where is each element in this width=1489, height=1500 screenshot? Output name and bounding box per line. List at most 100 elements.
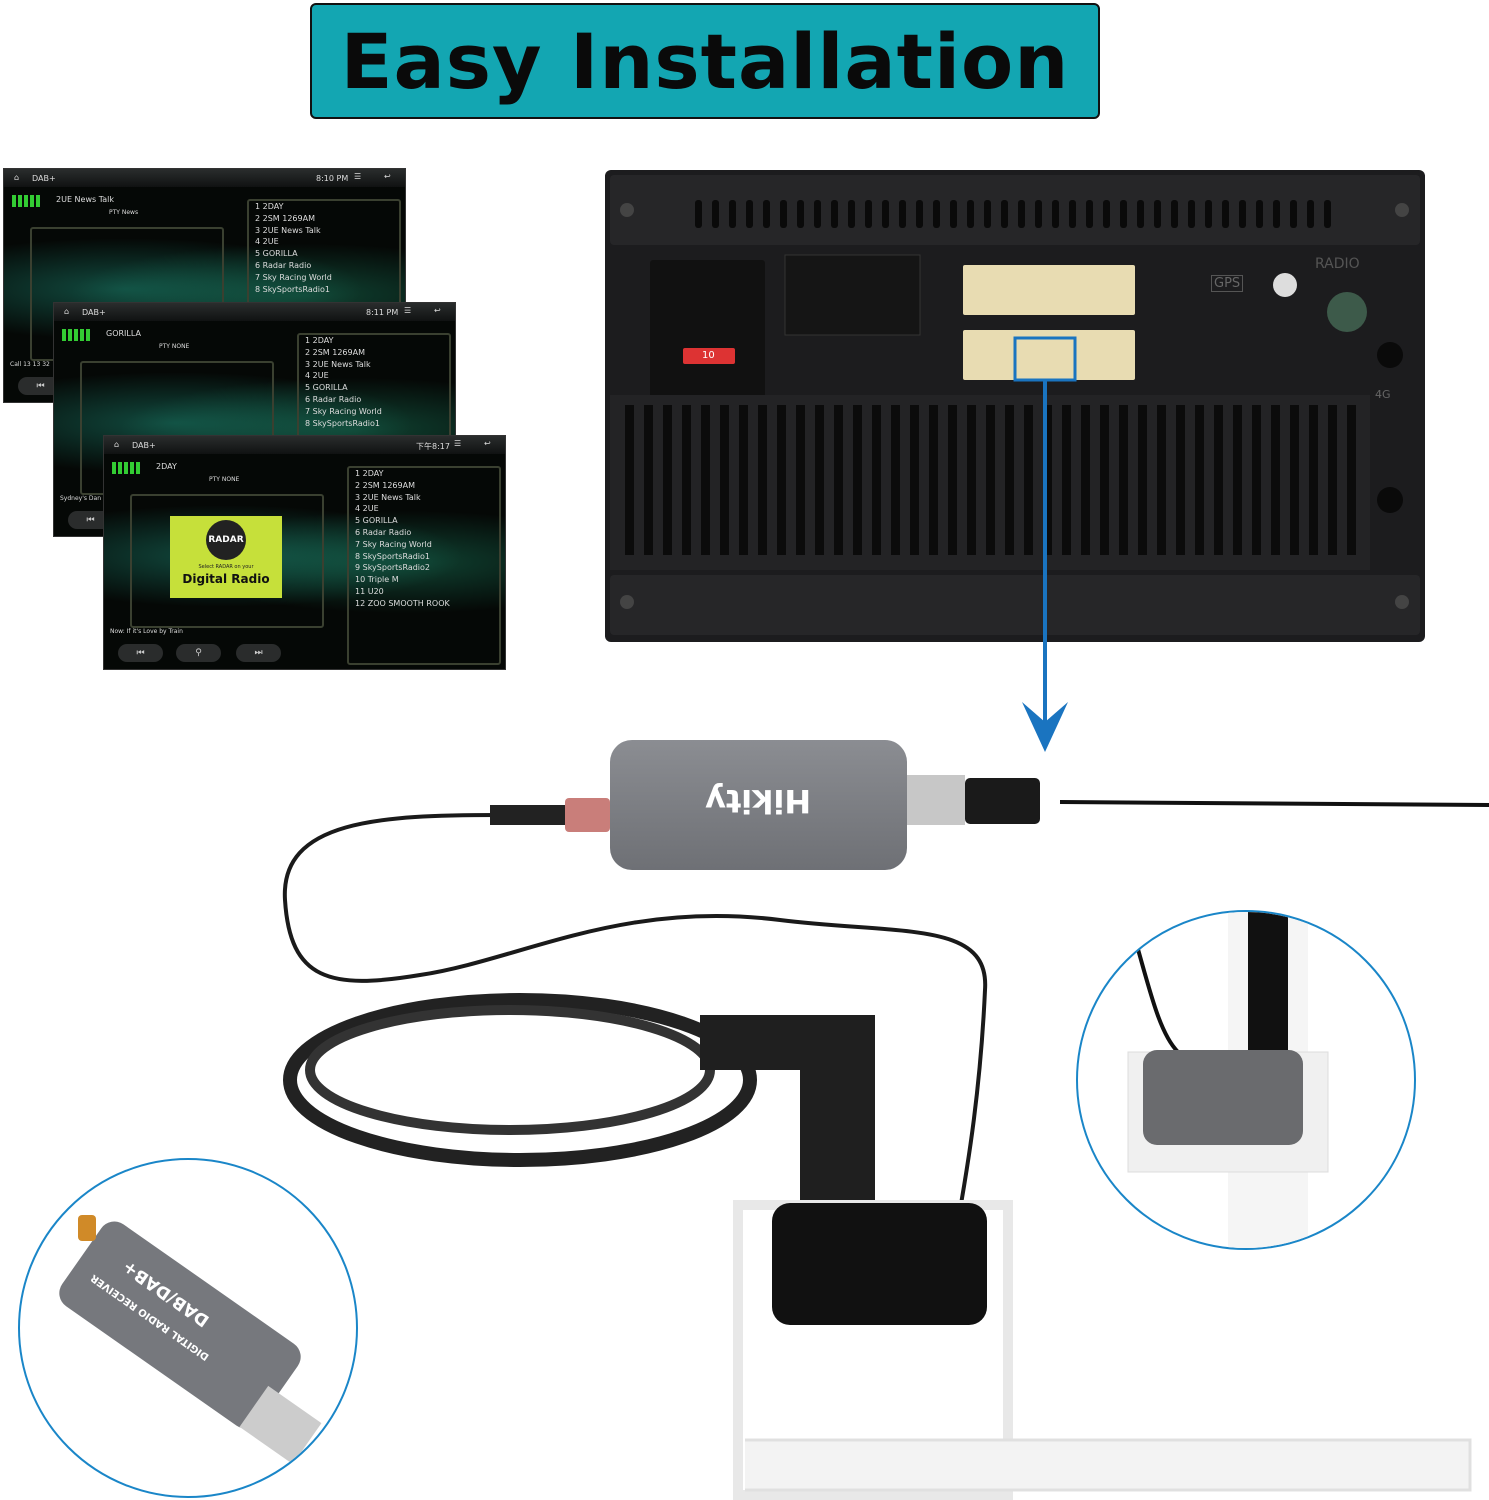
vent-slot xyxy=(848,200,855,228)
usb-plug xyxy=(905,775,965,825)
antenna-detail-circle xyxy=(1076,910,1416,1250)
list-item[interactable]: 1 2DAY xyxy=(255,202,284,211)
back-icon: ↩ xyxy=(484,439,491,448)
vent-slot xyxy=(1239,200,1246,228)
4g-port-label: 4G xyxy=(1375,388,1391,401)
list-item[interactable]: 3 2UE News Talk xyxy=(255,225,321,235)
heatsink-fin xyxy=(1195,405,1204,555)
heatsink-fin xyxy=(1062,405,1071,555)
list-item[interactable]: 3 2UE News Talk xyxy=(305,359,371,369)
heatsink-fin xyxy=(986,405,995,555)
list-item[interactable]: 1 2DAY xyxy=(355,469,384,478)
list-item[interactable]: 7 Sky Racing World xyxy=(355,539,432,549)
list-item[interactable]: 5 GORILLA xyxy=(355,516,398,526)
list-item[interactable]: 8 SkySportsRadio1 xyxy=(355,551,431,561)
clock: 8:10 PM xyxy=(316,174,349,183)
prev-button[interactable]: ⏮ xyxy=(68,511,113,529)
vent-slot xyxy=(1154,200,1161,228)
prev-button[interactable]: ⏮ xyxy=(18,377,63,395)
list-item[interactable]: 4 2UE xyxy=(305,371,329,381)
fuse: 10 xyxy=(702,350,715,361)
list-item[interactable]: 7 Sky Racing World xyxy=(255,272,332,282)
list-item[interactable]: 12 ZOO SMOOTH ROOK xyxy=(355,598,450,608)
list-item[interactable]: 10 Triple M xyxy=(355,575,399,585)
station-name: 2UE News Talk xyxy=(56,195,115,204)
sma-connector xyxy=(78,1215,96,1241)
list-item[interactable]: 1 2DAY xyxy=(305,336,334,345)
vent-slot xyxy=(1188,200,1195,228)
vent-slot xyxy=(1307,200,1314,228)
list-item[interactable]: 11 U20 xyxy=(355,586,384,596)
list-item[interactable]: 8 SkySportsRadio1 xyxy=(255,284,331,294)
head-unit-drawing xyxy=(610,175,1420,635)
list-item[interactable]: 9 SkySportsRadio2 xyxy=(355,563,431,573)
signal-icon xyxy=(12,195,42,207)
clock: 下午8:17 xyxy=(416,442,450,451)
vent-slot xyxy=(967,200,974,228)
heatsink-fin xyxy=(872,405,881,555)
list-item[interactable]: 7 Sky Racing World xyxy=(305,406,382,416)
vent-slot xyxy=(1290,200,1297,228)
pty-label: PTY NONE xyxy=(209,476,240,483)
artwork-title: Digital Radio xyxy=(182,572,270,586)
prev-button[interactable]: ⏮ xyxy=(118,644,163,662)
search-button[interactable]: ⚲ xyxy=(176,644,221,662)
list-item[interactable]: 6 Radar Radio xyxy=(355,527,412,537)
vent-slot xyxy=(865,200,872,228)
vent-slot xyxy=(1103,200,1110,228)
list-item[interactable]: 8 SkySportsRadio1 xyxy=(305,418,381,428)
antenna-cable xyxy=(282,813,988,1211)
heatsink-fin xyxy=(815,405,824,555)
vent-slot xyxy=(1222,200,1229,228)
vent-slot xyxy=(831,200,838,228)
home-icon: ⌂ xyxy=(114,440,120,449)
source-label: DAB+ xyxy=(82,308,106,317)
pty-label: PTY News xyxy=(109,209,139,216)
next-button[interactable]: ⏭ xyxy=(236,644,281,662)
heatsink-fin xyxy=(701,405,710,555)
vent-slot xyxy=(1324,200,1331,228)
radar-logo: RADAR xyxy=(206,520,246,560)
now-playing: Call 13 13 32 xyxy=(10,361,50,368)
vent-slot xyxy=(814,200,821,228)
heatsink-fin xyxy=(1233,405,1242,555)
list-item[interactable]: 6 Radar Radio xyxy=(305,394,362,404)
heatsink-fin xyxy=(777,405,786,555)
vent-slot xyxy=(1171,200,1178,228)
list-item[interactable]: 2 2SM 1269AM xyxy=(355,480,415,490)
title-banner: Easy Installation xyxy=(310,3,1100,119)
gps-port-label: GPS xyxy=(1211,275,1244,292)
vent-slot xyxy=(1086,200,1093,228)
brand-logo: Hikity xyxy=(705,782,812,820)
vent-slot xyxy=(1137,200,1144,228)
heatsink-fin xyxy=(1024,405,1033,555)
vent-slot xyxy=(746,200,753,228)
vent-slot xyxy=(1120,200,1127,228)
radar-artwork: RADAR Select RADAR on your Digital Radio xyxy=(170,516,282,598)
vent-slot xyxy=(729,200,736,228)
status-bar xyxy=(104,436,505,454)
coiled-cable xyxy=(283,993,757,1167)
vent-slot xyxy=(984,200,991,228)
list-item[interactable]: 3 2UE News Talk xyxy=(355,492,421,502)
sma-cable-end xyxy=(490,805,570,825)
list-item[interactable]: 6 Radar Radio xyxy=(255,260,312,270)
home-icon: ⌂ xyxy=(64,307,70,316)
menu-icon: ☰ xyxy=(454,439,462,448)
source-label: DAB+ xyxy=(32,174,56,183)
list-item[interactable]: 2 2SM 1269AM xyxy=(255,213,315,223)
list-item[interactable]: 4 2UE xyxy=(255,237,279,247)
station-list: 1 2DAY 2 2SM 1269AM 3 2UE News Talk 4 2U… xyxy=(247,199,401,398)
heatsink-fin xyxy=(1138,405,1147,555)
now-playing: Sydney's Dan xyxy=(60,495,101,502)
usb-cable-plug xyxy=(965,778,1040,824)
vent-slot xyxy=(933,200,940,228)
list-item[interactable]: 5 GORILLA xyxy=(255,249,298,259)
usb-cable xyxy=(1059,800,1489,807)
list-item[interactable]: 5 GORILLA xyxy=(305,383,348,393)
heatsink-fin xyxy=(1271,405,1280,555)
list-item[interactable]: 4 2UE xyxy=(355,504,379,514)
heatsink-fin xyxy=(1328,405,1337,555)
list-item[interactable]: 2 2SM 1269AM xyxy=(305,347,365,357)
